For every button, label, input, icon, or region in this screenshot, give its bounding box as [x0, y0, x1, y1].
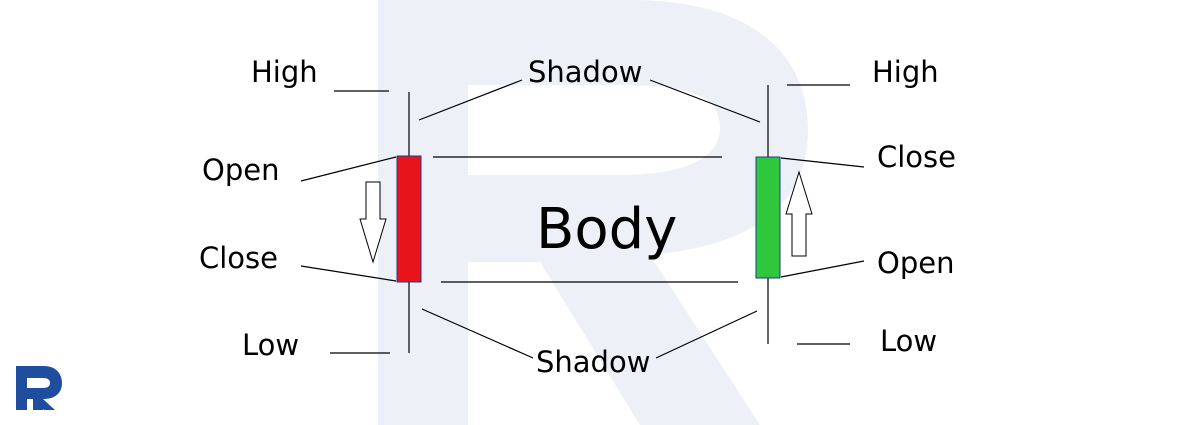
up-arrow-icon	[785, 170, 813, 257]
watermark-bowl	[378, 0, 808, 425]
shadow-top-label: Shadow	[528, 55, 642, 89]
watermark-r-icon	[378, 0, 808, 425]
left-close-label: Close	[199, 241, 278, 275]
right-close-leader	[780, 157, 865, 168]
shadow-top-leader-left	[418, 79, 523, 121]
logo-leg	[33, 392, 43, 410]
down-arrow-icon	[359, 181, 387, 264]
logo-tail	[36, 399, 55, 410]
shadow-top-leader-right	[649, 79, 761, 123]
right-open-leader	[780, 260, 865, 278]
right-low-label: Low	[880, 324, 937, 358]
left-open-label: Open	[202, 153, 279, 187]
r-logo-icon	[16, 366, 62, 410]
shadow-bottom-label: Shadow	[536, 345, 650, 379]
left-candle-body	[396, 155, 422, 283]
shadow-bottom-leader-left	[421, 308, 534, 359]
right-high-label: High	[872, 55, 939, 89]
right-open-label: Open	[877, 246, 954, 280]
right-candle-body	[755, 156, 781, 279]
body-label: Body	[536, 197, 677, 262]
left-open-leader	[300, 156, 397, 182]
shadow-bottom-leader-right	[655, 310, 758, 359]
right-close-label: Close	[877, 140, 956, 174]
left-high-label: High	[251, 55, 318, 89]
left-low-label: Low	[242, 328, 299, 362]
left-close-leader	[300, 265, 397, 282]
logo-glyph	[16, 366, 62, 410]
